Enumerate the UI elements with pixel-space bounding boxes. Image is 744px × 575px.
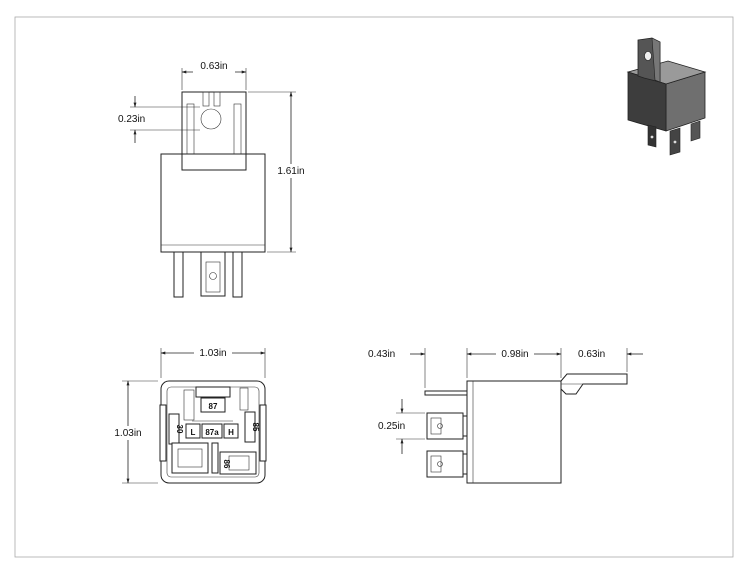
pin-30-label: 30 [175,425,184,434]
side-view: 0.43in 0.98in 0.63in 0.25in [368,347,643,484]
label-h: H [228,428,234,437]
isometric-view [626,37,707,156]
sheet-border [14,16,734,558]
dim-overall-height: 1.61in [277,166,304,177]
dim-tab-width: 0.63in [200,61,227,72]
mounting-hole [200,108,222,130]
pin-87-label: 87 [209,402,218,411]
dim-bottom-height: 1.03in [114,428,141,439]
pin-86-label: 86 [222,460,231,469]
dim-hole-offset: 0.23in [118,114,145,125]
bottom-view: 87 30 85 L 87a H 86 1.03in 1.03in [108,346,267,484]
dim-body-width: 0.98in [501,349,528,360]
front-view: 0.63in 0.23in 1.61in [118,60,309,298]
dim-left-offset: 0.43in [368,349,395,360]
dim-bottom-width: 1.03in [199,348,226,359]
pin-87a-label: 87a [205,428,219,437]
dim-tab-length: 0.63in [578,349,605,360]
pin-85-label: 85 [251,423,260,432]
label-l: L [191,428,196,437]
dim-terminal-spacing: 0.25in [378,421,405,432]
